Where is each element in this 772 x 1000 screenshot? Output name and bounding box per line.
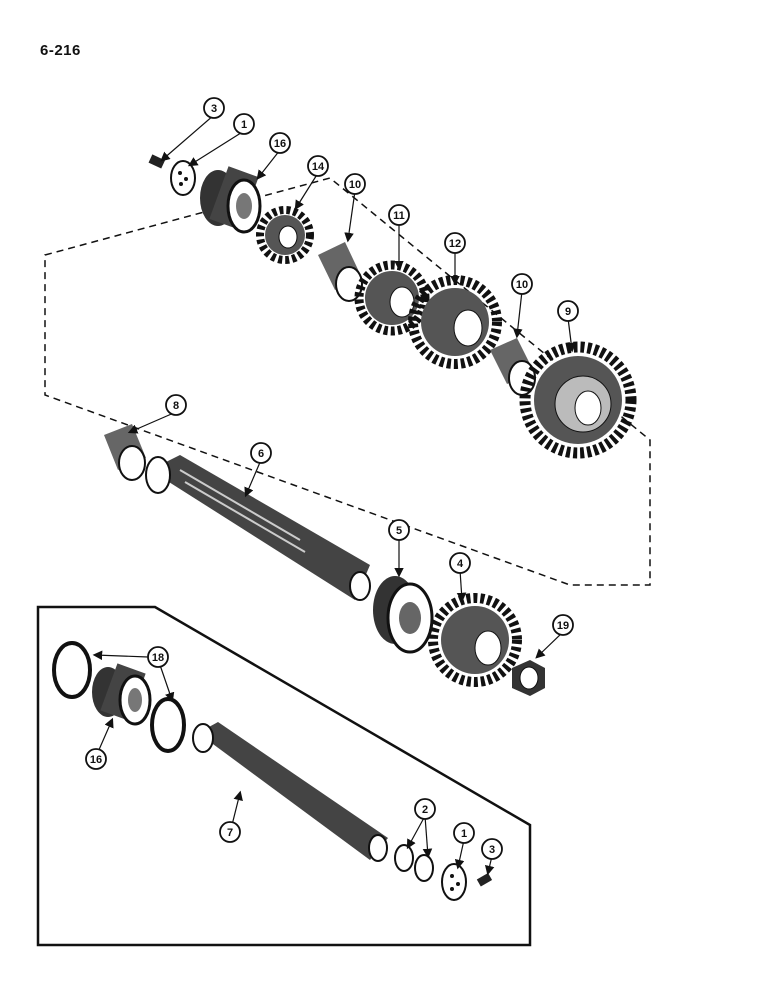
svg-text:2: 2 — [422, 804, 428, 816]
svg-text:12: 12 — [449, 238, 461, 250]
callout-3: 3 — [203, 97, 225, 119]
svg-text:7: 7 — [227, 827, 233, 839]
svg-text:19: 19 — [557, 620, 569, 632]
svg-text:3: 3 — [489, 844, 495, 856]
gear-part — [428, 593, 522, 687]
callout-16: 16 — [85, 748, 107, 770]
svg-text:18: 18 — [152, 652, 164, 664]
callout-14: 14 — [307, 155, 329, 177]
gear-part — [256, 206, 314, 264]
svg-text:9: 9 — [565, 306, 571, 318]
callout-5: 5 — [388, 519, 410, 541]
svg-text:6: 6 — [258, 448, 264, 460]
callout-10: 10 — [344, 173, 366, 195]
callout-3: 3 — [481, 838, 503, 860]
screw-part — [476, 873, 493, 887]
retainer-plate-part — [170, 160, 196, 196]
callout-6: 6 — [250, 442, 272, 464]
bearing-part — [92, 663, 152, 726]
callout-8: 8 — [165, 394, 187, 416]
callout-1: 1 — [453, 822, 475, 844]
svg-text:3: 3 — [211, 103, 217, 115]
shaft-part — [145, 455, 371, 601]
svg-text:10: 10 — [516, 279, 528, 291]
callout-12: 12 — [444, 232, 466, 254]
svg-text:11: 11 — [393, 210, 405, 222]
callout-16: 16 — [269, 132, 291, 154]
snap-ring-part — [150, 697, 186, 753]
svg-text:4: 4 — [457, 558, 464, 570]
leader-lines — [92, 114, 576, 876]
svg-text:1: 1 — [241, 119, 247, 131]
svg-text:10: 10 — [349, 179, 361, 191]
callout-11: 11 — [388, 204, 410, 226]
spacer-part — [490, 338, 536, 396]
bearing-part — [373, 576, 434, 654]
gear-part — [519, 341, 637, 459]
bearing-part — [200, 166, 262, 234]
shaft-part — [192, 722, 388, 862]
svg-text:1: 1 — [461, 828, 467, 840]
gear-part — [408, 275, 502, 369]
svg-text:5: 5 — [396, 525, 402, 537]
spacer-part — [104, 424, 146, 481]
retainer-plate-part — [441, 863, 467, 901]
callout-10: 10 — [511, 273, 533, 295]
nut-part — [512, 660, 545, 696]
snap-ring-part — [52, 641, 92, 699]
callout-2: 2 — [414, 798, 436, 820]
svg-text:16: 16 — [274, 138, 286, 150]
callout-18: 18 — [147, 646, 169, 668]
inset-frame — [36, 605, 532, 947]
dashed-assembly-outline — [44, 177, 651, 586]
callout-4: 4 — [449, 552, 471, 574]
callout-1: 1 — [233, 113, 255, 135]
svg-text:16: 16 — [90, 754, 102, 766]
gear-part — [354, 260, 430, 336]
screw-part — [148, 154, 166, 169]
callout-7: 7 — [219, 821, 241, 843]
shim-part — [394, 844, 434, 882]
callout-19: 19 — [552, 614, 574, 636]
svg-text:8: 8 — [173, 400, 179, 412]
page-number: 6-216 — [40, 42, 81, 59]
callout-9: 9 — [557, 300, 579, 322]
svg-text:14: 14 — [312, 161, 325, 173]
